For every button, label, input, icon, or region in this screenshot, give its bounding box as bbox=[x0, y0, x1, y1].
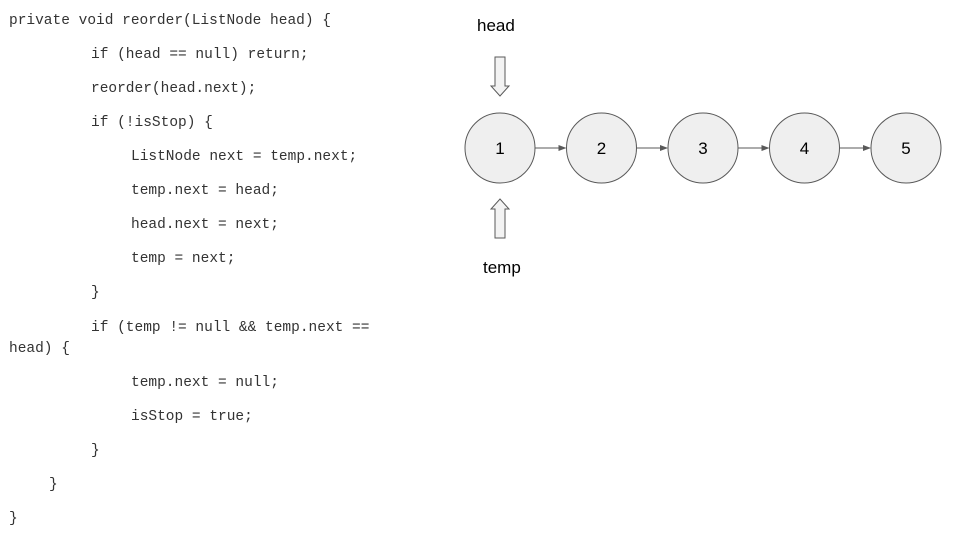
temp-pointer-arrow-icon bbox=[489, 198, 511, 239]
code-line-close-brace: } bbox=[49, 477, 58, 493]
code-line-close-brace: } bbox=[9, 511, 18, 527]
code-line-stop-condition-cont: head) { bbox=[9, 341, 70, 357]
list-node-circle bbox=[769, 112, 840, 184]
code-line-head-next-next: head.next = next; bbox=[131, 217, 279, 233]
head-pointer-arrow-icon bbox=[489, 56, 511, 97]
list-node-value: 2 bbox=[597, 139, 606, 158]
list-node-circle bbox=[566, 112, 637, 184]
list-node-value: 3 bbox=[698, 139, 707, 158]
code-line-recursive-call: reorder(head.next); bbox=[91, 81, 257, 97]
code-line-if-not-stop: if (!isStop) { bbox=[91, 115, 213, 131]
list-node-circle bbox=[667, 112, 739, 184]
list-node-5: 5 bbox=[870, 112, 942, 184]
code-line-close-brace: } bbox=[91, 443, 100, 459]
list-node-3: 3 bbox=[667, 112, 739, 184]
code-line-temp-next-head: temp.next = head; bbox=[131, 183, 279, 199]
head-label: head bbox=[477, 16, 515, 35]
code-line-null-check: if (head == null) return; bbox=[91, 47, 309, 63]
code-line-close-brace: } bbox=[91, 285, 100, 301]
list-node-4: 4 bbox=[769, 112, 840, 184]
list-node-circle bbox=[464, 112, 536, 184]
list-node-value: 1 bbox=[495, 139, 504, 158]
list-node-circle bbox=[870, 112, 942, 184]
code-line-isstop-true: isStop = true; bbox=[131, 409, 253, 425]
code-line-next-assign: ListNode next = temp.next; bbox=[131, 149, 358, 165]
list-node-1: 1 bbox=[464, 112, 536, 184]
code-line-signature: private void reorder(ListNode head) { bbox=[9, 13, 331, 29]
list-node-value: 5 bbox=[901, 139, 910, 158]
code-line-temp-next: temp = next; bbox=[131, 251, 236, 267]
list-node-2: 2 bbox=[566, 112, 637, 184]
code-line-temp-next-null: temp.next = null; bbox=[131, 375, 279, 391]
code-line-stop-condition: if (temp != null && temp.next == bbox=[91, 320, 370, 336]
temp-label: temp bbox=[483, 258, 521, 277]
list-node-value: 4 bbox=[800, 139, 809, 158]
